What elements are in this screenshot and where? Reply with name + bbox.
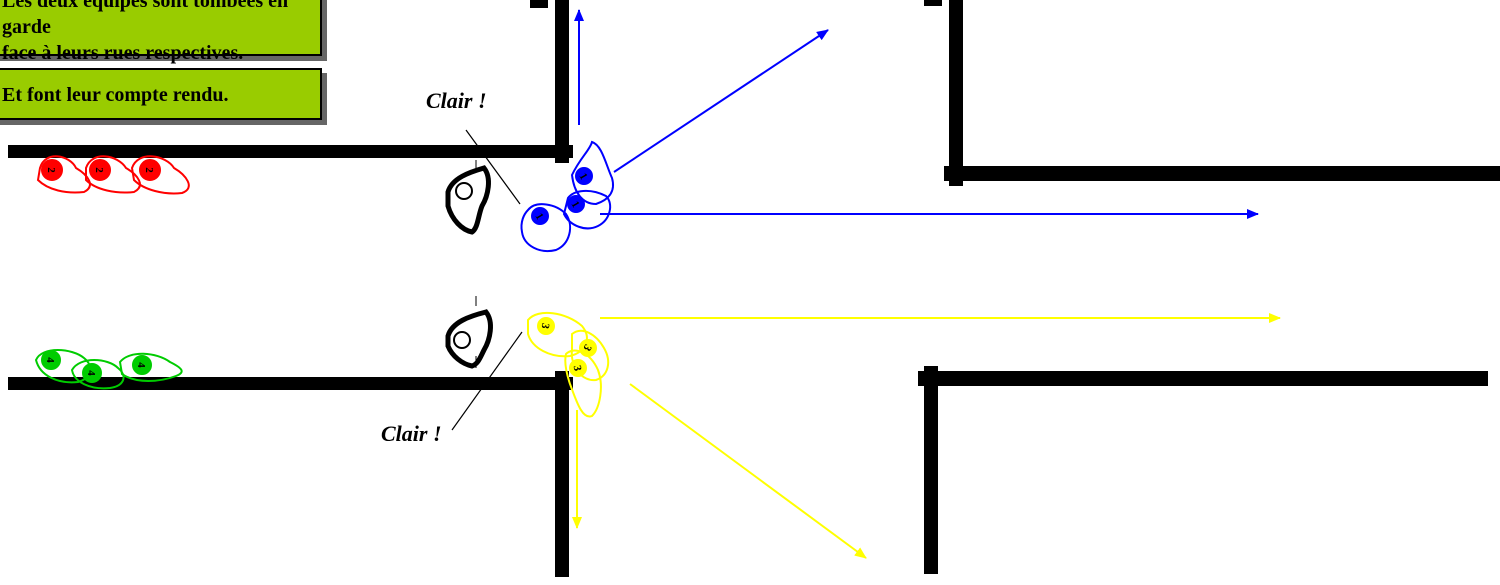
info-box-teams-in-position: Les deux équipes sont tombées en garde f… <box>0 0 322 56</box>
blue-arrow-diagonal <box>614 30 828 172</box>
green-number-2: 4 <box>85 370 97 376</box>
red-number-2: 2 <box>93 167 105 173</box>
wall-top-right-stub <box>924 0 942 6</box>
red-number-1: 2 <box>45 167 57 173</box>
wall-top-stub <box>530 0 548 8</box>
info-box-line-1: Les deux équipes sont tombées en garde <box>2 0 320 40</box>
callout-clear-top: Clair ! <box>426 88 487 114</box>
wall-top-vertical <box>555 0 569 163</box>
yellow-member-3 <box>565 351 601 417</box>
green-number-1: 4 <box>44 357 56 363</box>
leader-top <box>448 160 488 232</box>
red-number-3: 2 <box>143 167 155 173</box>
red-team <box>38 156 189 193</box>
wall-bottom-right-horizontal <box>918 371 1488 386</box>
wall-top-left-horizontal <box>8 145 573 158</box>
yellow-team <box>528 313 1280 558</box>
info-box-report: Et font leur compte rendu. <box>0 68 322 120</box>
blue-team <box>521 10 1258 251</box>
callout-line-top <box>466 130 520 204</box>
callout-clear-bottom: Clair ! <box>381 421 442 447</box>
info-box-report-text: Et font leur compte rendu. <box>2 82 320 108</box>
green-number-3: 4 <box>135 362 147 368</box>
wall-bottom-vertical <box>555 371 569 577</box>
wall-bottom-right-vertical <box>924 366 938 574</box>
yellow-arrow-diagonal <box>630 384 866 558</box>
yellow-member-1 <box>528 313 587 356</box>
info-box-line-2: face à leurs rues respectives. <box>2 40 320 66</box>
leader-bottom <box>448 296 490 368</box>
wall-top-right-vertical <box>949 0 963 186</box>
wall-top-right-horizontal <box>944 166 1500 181</box>
